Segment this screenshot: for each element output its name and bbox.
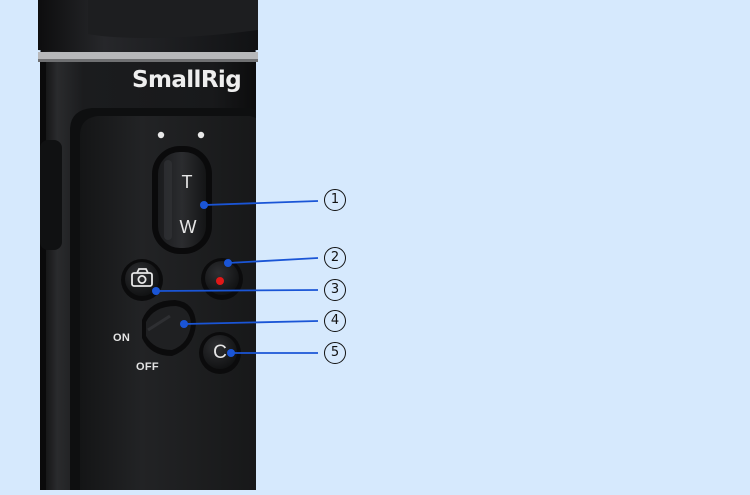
callout-lines (155, 200, 319, 354)
power-switch (146, 306, 191, 350)
callout-line-1 (203, 200, 319, 206)
callout-number-5: 5 (324, 342, 346, 364)
callout-number-2: 2 (324, 247, 346, 269)
zoom-tele-label: T (181, 172, 193, 192)
callout-number-1: 1 (324, 189, 346, 211)
brand-logo: SmallRig (132, 67, 242, 93)
c-button-label: C (213, 342, 227, 363)
callout-line-4 (183, 320, 319, 325)
indicator-led-right (197, 131, 205, 139)
indicator-led-left (157, 131, 165, 139)
c-button (203, 335, 237, 369)
callout-line-2 (227, 257, 319, 264)
power-on-label: ON (113, 332, 131, 344)
zoom-wide-label: W (179, 217, 197, 237)
power-off-label: OFF (136, 361, 159, 373)
camera-icon (131, 268, 153, 287)
callout-number-3: 3 (324, 279, 346, 301)
silver-ring (38, 52, 258, 59)
record-dot (216, 277, 224, 285)
callout-dots (152, 201, 235, 357)
callout-number-4: 4 (324, 310, 346, 332)
callout-line-3 (155, 289, 319, 292)
photo-button (125, 262, 159, 296)
